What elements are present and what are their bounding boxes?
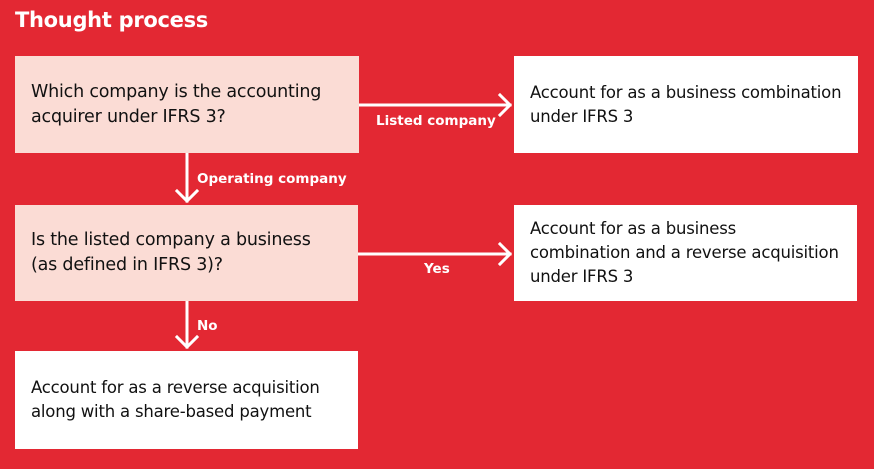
page-title: Thought process	[15, 8, 208, 32]
result-box-reverse-acquisition-share-based-payment: Account for as a reverse acquisition alo…	[15, 351, 358, 449]
result-box-business-combination-reverse-acquisition: Account for as a business combination an…	[514, 205, 857, 301]
edge-label-no: No	[197, 318, 218, 334]
result-text: Account for as a reverse acquisition alo…	[31, 378, 320, 421]
result-text: Account for as a business combination an…	[530, 219, 839, 286]
edge-label-operating-company: Operating company	[197, 171, 347, 187]
edge-label-yes: Yes	[424, 261, 450, 277]
result-box-business-combination: Account for as a business combination un…	[514, 56, 858, 153]
edge-label-listed-company: Listed company	[376, 113, 496, 129]
question-text: Is the listed company a business (as def…	[31, 230, 311, 275]
question-box-accounting-acquirer: Which company is the accounting acquirer…	[15, 56, 359, 153]
question-box-listed-company-business: Is the listed company a business (as def…	[15, 205, 358, 301]
result-text: Account for as a business combination un…	[530, 82, 842, 126]
question-text: Which company is the accounting acquirer…	[31, 81, 322, 127]
